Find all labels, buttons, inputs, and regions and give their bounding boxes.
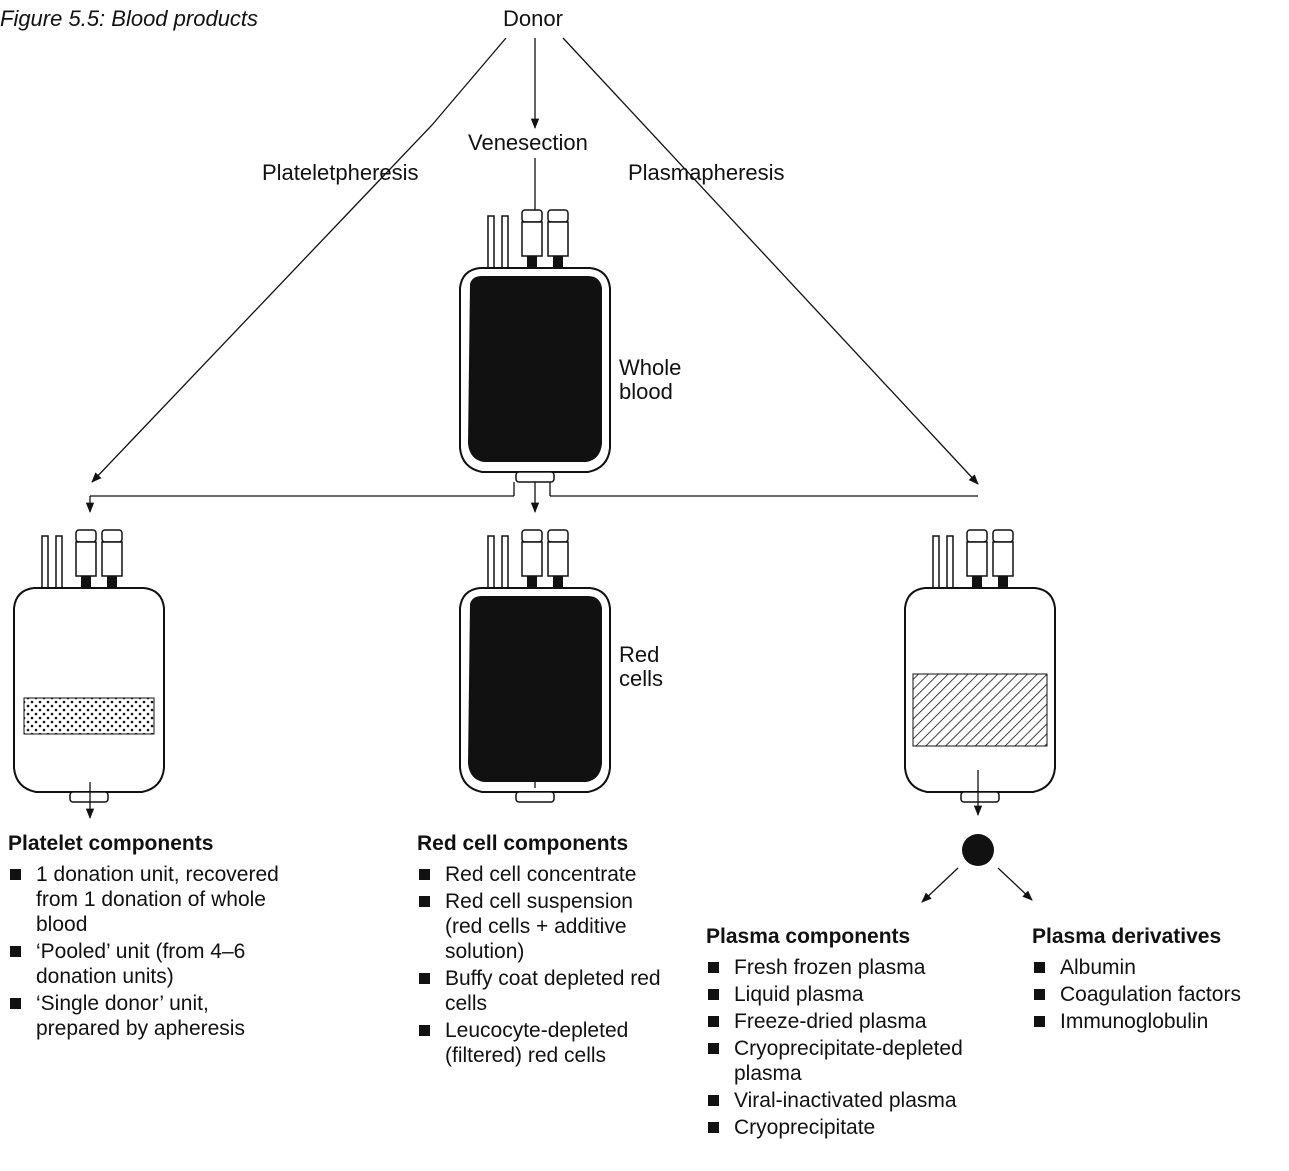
platelet-components-title: Platelet components	[8, 832, 214, 855]
list-item: Red cell concentrate	[417, 862, 667, 887]
list-item: ‘Single donor’ unit, prepared by apheres…	[8, 991, 298, 1041]
list-item: Freeze-dried plasma	[706, 1009, 976, 1034]
plateletpheresis-label: Plateletpheresis	[262, 160, 419, 185]
figure-caption: Figure 5.5: Blood products	[0, 6, 259, 31]
red-cell-components-title: Red cell components	[417, 832, 629, 855]
platelet-bag	[13, 529, 165, 803]
plasma-components: Plasma components Fresh frozen plasma Li…	[706, 925, 976, 1142]
plasma-bag	[904, 529, 1056, 803]
plasmapheresis-label: Plasmapheresis	[628, 160, 785, 185]
list-item: Cryoprecipitate-depleted plasma	[706, 1036, 976, 1086]
list-item: 1 donation unit, recovered from 1 donati…	[8, 862, 298, 937]
red-cells-bag	[459, 529, 611, 803]
red-cells-label: Red cells	[619, 642, 664, 691]
list-item: Viral-inactivated plasma	[706, 1088, 976, 1113]
plasma-split-node	[962, 834, 994, 866]
list-item: Liquid plasma	[706, 982, 976, 1007]
list-item: ‘Pooled’ unit (from 4–6 donation units)	[8, 939, 298, 989]
whole-blood-label: Whole blood	[619, 355, 682, 404]
plasma-derivatives-title: Plasma derivatives	[1032, 925, 1222, 948]
plasma-derivatives: Plasma derivatives Albumin Coagulation f…	[1032, 925, 1287, 1036]
list-item: Immunoglobulin	[1032, 1009, 1287, 1034]
list-item: Albumin	[1032, 955, 1287, 980]
donor-label: Donor	[503, 6, 563, 31]
list-item: Cryoprecipitate	[706, 1115, 976, 1140]
plasma-components-title: Plasma components	[706, 925, 911, 948]
platelet-components: Platelet components 1 donation unit, rec…	[8, 832, 298, 1043]
list-item: Coagulation factors	[1032, 982, 1287, 1007]
whole-blood-bag	[459, 209, 611, 483]
list-item: Red cell suspension (red cells + additiv…	[417, 889, 667, 964]
venesection-label: Venesection	[468, 130, 588, 155]
list-item: Buffy coat depleted red cells	[417, 966, 667, 1016]
list-item: Fresh frozen plasma	[706, 955, 976, 980]
list-item: Leucocyte-depleted (filtered) red cells	[417, 1018, 667, 1068]
red-cell-components: Red cell components Red cell concentrate…	[417, 832, 667, 1070]
